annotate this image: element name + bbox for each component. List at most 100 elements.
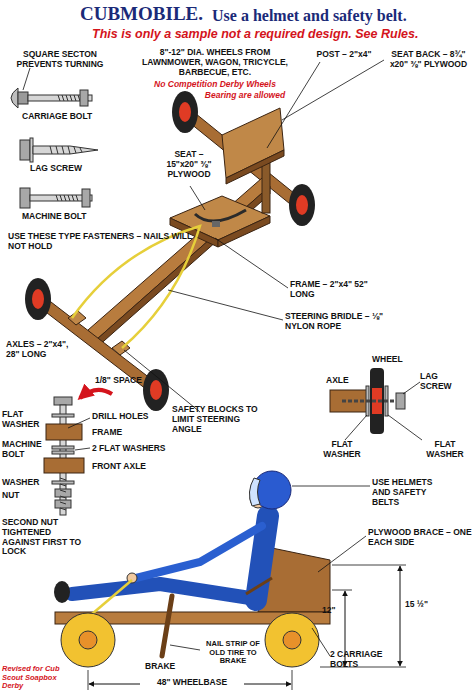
leader-line: [318, 536, 366, 572]
part-label: SQUARE SECTON PREVENTS TURNING: [5, 50, 115, 70]
note-text: SECOND NUT TIGHTENED AGAINST FIRST TO LO…: [2, 518, 82, 557]
part-label: 8"-12" DIA. WHEELS FROM LAWNMOWER, WAGON…: [130, 48, 300, 77]
legs: [72, 584, 250, 598]
wheel-hub: [150, 380, 162, 400]
washer: [52, 481, 74, 484]
note-text: This is only a sample not a required des…: [92, 28, 472, 42]
extension-line: [88, 670, 89, 690]
part-label: MACHINE BOLT: [22, 212, 112, 222]
thread-lines: [50, 146, 82, 154]
part-label: NUT: [2, 491, 42, 501]
part-label: DRILL HOLES: [92, 412, 162, 422]
wheel-hub: [179, 102, 191, 122]
axle-block: [44, 458, 84, 473]
wheel: [25, 278, 51, 320]
steering-rope: [92, 580, 132, 614]
leader-line: [403, 382, 420, 394]
extension-line: [332, 590, 352, 591]
part-label: FRONT AXLE: [92, 462, 162, 472]
extension-line: [292, 670, 293, 690]
seat-back-edge: [226, 150, 284, 184]
lag-screw-shank: [342, 400, 404, 403]
washer: [52, 451, 74, 454]
dimension-lines: [88, 565, 406, 690]
part-label: CARRIAGE BOLT: [22, 112, 112, 122]
brake-lever: [162, 596, 172, 656]
seat-belt: [195, 210, 246, 221]
part-label: AXLE: [326, 376, 366, 386]
part-label: WASHER: [2, 478, 52, 488]
belt-buckle: [212, 221, 220, 227]
part-label: POST – 2"x4": [305, 50, 383, 60]
wheel: [172, 91, 198, 133]
lag-screw-icon: [20, 138, 98, 162]
leader-line: [215, 238, 288, 288]
leader-line: [388, 415, 422, 440]
part-label: FLAT WASHER: [2, 410, 50, 430]
leader-line: [312, 628, 330, 656]
leader-line: [292, 486, 370, 487]
wheel-hub: [283, 631, 301, 649]
machine-bolt-icon: [20, 188, 92, 208]
nut: [82, 189, 90, 207]
dimension-label: 12": [322, 606, 344, 616]
frame-beam: [88, 178, 270, 340]
wheel: [265, 613, 319, 667]
note-text: SAFETY BLOCKS TO LIMIT STEERING ANGLE: [172, 405, 267, 434]
part-label: LAG SCREW: [30, 164, 110, 174]
part-label: SEAT – 15"x20" ⅜" PLYWOOD: [160, 150, 218, 179]
part-label: FLAT WASHER: [420, 440, 470, 460]
nut: [55, 500, 71, 508]
wheel-hub: [32, 289, 44, 309]
part-label: 2 FLAT WASHERS: [92, 444, 172, 454]
visor: [249, 478, 260, 506]
extension-line: [332, 565, 406, 566]
title: CUBMOBILE.: [80, 4, 203, 25]
dimension-label: 1/8" SPACE: [95, 376, 155, 386]
part-label: BRAKE: [145, 662, 185, 672]
part-label: SEAT BACK – 8¾" x20" ⅜" PLYWOOD: [385, 50, 472, 70]
red-arrow: [80, 390, 112, 398]
part-label: FRAME: [92, 428, 152, 438]
carriage-bolt-icon: [11, 68, 92, 108]
steering-rope: [72, 226, 200, 348]
wheel: [289, 184, 315, 226]
wheel-hub: [296, 195, 308, 215]
leader-line: [168, 290, 283, 320]
bolt-head: [11, 88, 18, 108]
leader-line: [190, 186, 205, 210]
cart-side-view: [54, 471, 370, 667]
part-label: 2 CARRIAGE BOLTS: [330, 650, 402, 670]
nut: [55, 489, 71, 497]
leader-line: [75, 448, 90, 450]
note-text: No Competition Derby Wheels: [130, 80, 300, 90]
wheel-hub: [79, 631, 97, 649]
square-section: [18, 92, 28, 104]
screw-head: [20, 140, 30, 160]
arm: [136, 526, 262, 578]
subtitle: Use a helmet and safety belt.: [212, 7, 472, 25]
part-label: WHEEL: [372, 355, 422, 365]
nut: [80, 90, 88, 106]
dimension-line: [400, 566, 401, 666]
leader-line: [23, 68, 30, 90]
dimension-label: 48" WHEELBASE: [140, 678, 244, 688]
leader-line: [282, 60, 384, 120]
note-text: Bearing are allowed: [195, 91, 295, 101]
part-label: MACHINE BOLT: [2, 440, 50, 460]
part-label: FLAT WASHER: [318, 440, 366, 460]
bolt-head: [20, 188, 30, 208]
part-label: PLYWOOD BRACE – ONE EACH SIDE: [368, 528, 472, 548]
note-text: USE HELMETS AND SAFETY BELTS: [372, 478, 452, 507]
washer: [52, 414, 74, 417]
wheel: [143, 369, 169, 411]
note-text: NAIL STRIP OF OLD TIRE TO BRAKE: [198, 640, 268, 666]
leader-line: [345, 415, 367, 440]
leader-line: [170, 645, 200, 650]
leader-line: [267, 62, 320, 148]
thread-lines: [56, 195, 78, 201]
safety-belt: [246, 578, 272, 594]
